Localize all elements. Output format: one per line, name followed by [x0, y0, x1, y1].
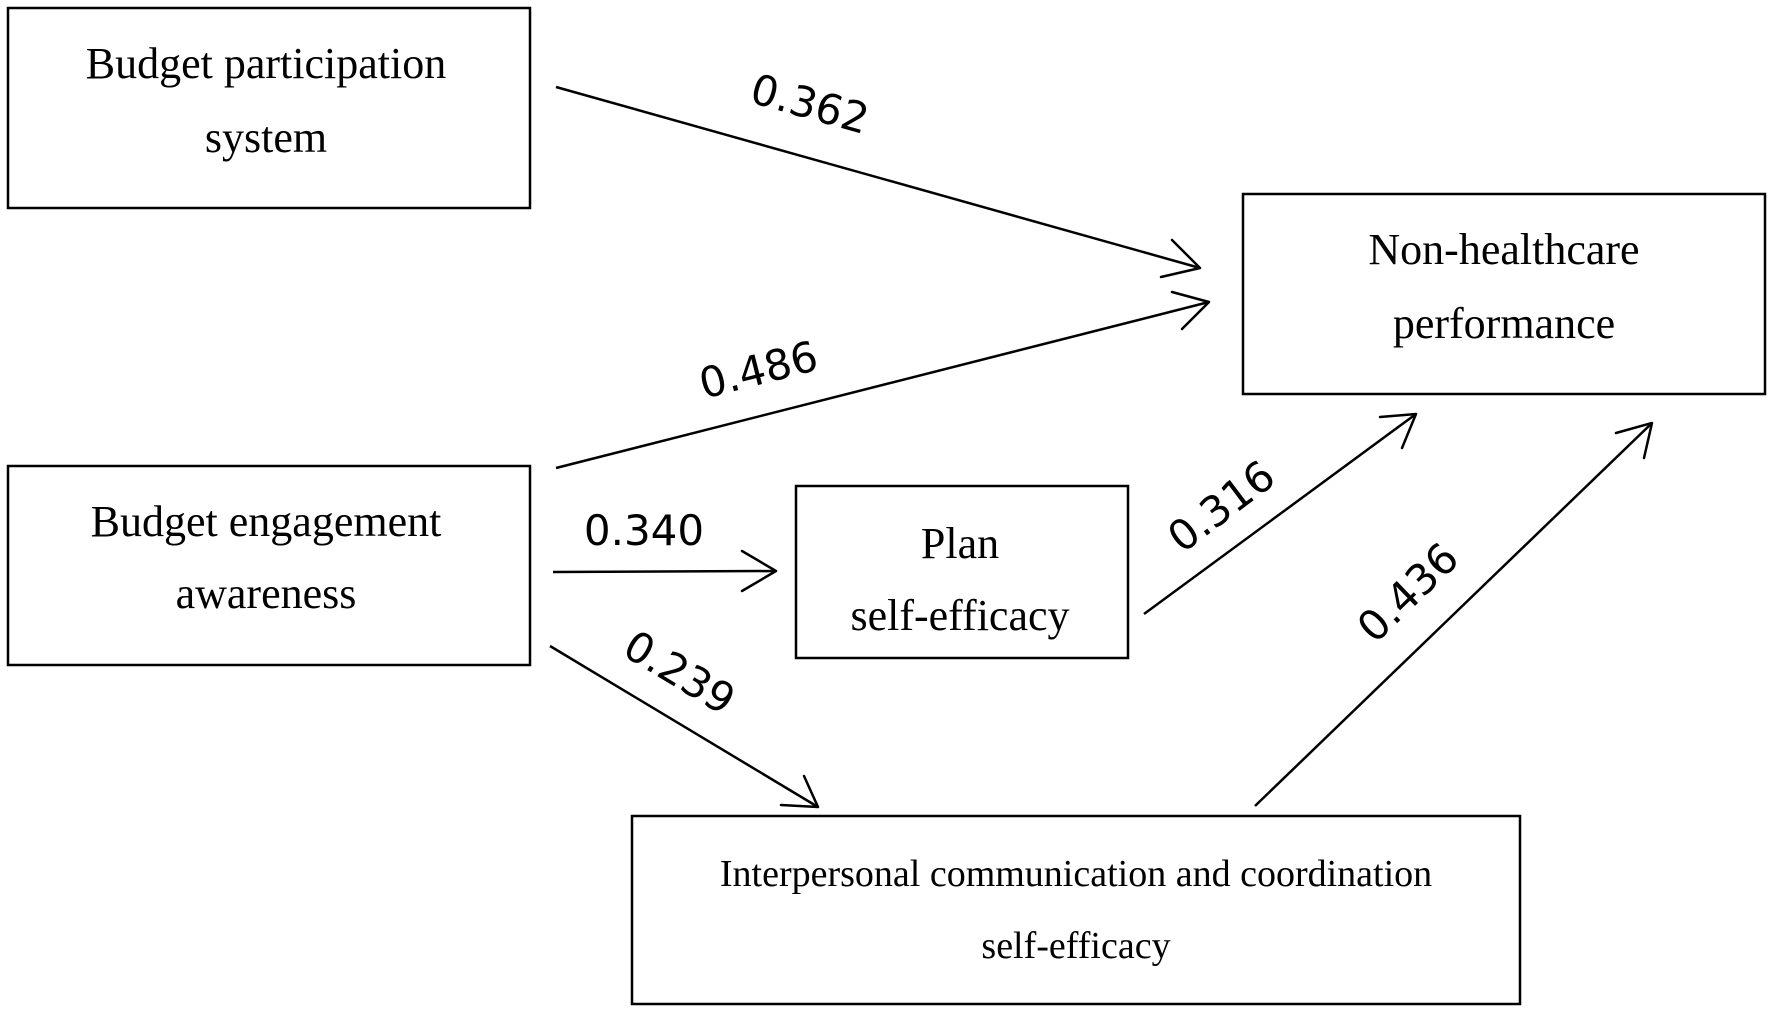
node-box	[6, 6, 532, 210]
arrowhead	[1614, 421, 1654, 460]
node-plan-self-efficacy: Plan self-efficacy	[794, 484, 1130, 660]
node-label-line2: self-efficacy	[850, 591, 1069, 640]
node-box	[1241, 192, 1767, 396]
edge-interpersonal-to-performance: 0.436	[1254, 421, 1654, 807]
arrowhead	[779, 774, 820, 809]
node-box	[794, 484, 1130, 660]
edge-coefficient-label: 0.486	[694, 331, 823, 408]
edge-line	[1254, 422, 1653, 807]
edge-line	[549, 644, 819, 809]
edge-coefficient-label: 0.340	[584, 506, 704, 555]
edge-coefficient-label: 0.362	[745, 64, 874, 144]
node-box	[6, 464, 532, 667]
edge-engagement-to-interpersonal: 0.239	[549, 621, 820, 809]
node-label-line2: system	[205, 113, 327, 162]
node-label-line1: Non-healthcare	[1368, 225, 1639, 274]
node-label-line1: Budget engagement	[91, 497, 442, 546]
node-label-line2: performance	[1393, 299, 1615, 348]
edge-line	[552, 569, 777, 574]
node-label-line2: self-efficacy	[981, 925, 1170, 967]
edge-line	[555, 85, 1201, 270]
edge-engagement-to-plan: 0.340	[552, 506, 778, 593]
node-budget-engagement-awareness: Budget engagement awareness	[6, 464, 532, 667]
edge-participation-to-performance: 0.362	[555, 64, 1202, 279]
node-label-line1: Budget participation	[86, 39, 446, 88]
node-interpersonal-self-efficacy: Interpersonal communication and coordina…	[630, 814, 1522, 1006]
edge-plan-to-performance: 0.316	[1143, 412, 1418, 616]
node-label-line2: awareness	[176, 569, 357, 618]
node-label-line1: Interpersonal communication and coordina…	[720, 853, 1432, 895]
arrowhead	[1170, 290, 1211, 331]
arrowhead	[1378, 412, 1418, 450]
edge-coefficient-label: 0.316	[1159, 451, 1285, 563]
edge-line	[555, 300, 1210, 470]
edge-line	[1143, 412, 1417, 616]
node-budget-participation-system: Budget participation system	[6, 6, 532, 210]
node-non-healthcare-performance: Non-healthcare performance	[1241, 192, 1767, 396]
edge-engagement-to-performance: 0.486	[555, 290, 1211, 470]
arrowhead	[740, 549, 778, 593]
node-label-line1: Plan	[921, 519, 999, 568]
arrowhead	[1159, 238, 1202, 279]
edge-coefficient-label: 0.436	[1348, 533, 1469, 652]
node-box	[630, 814, 1522, 1006]
edge-coefficient-label: 0.239	[615, 621, 743, 725]
